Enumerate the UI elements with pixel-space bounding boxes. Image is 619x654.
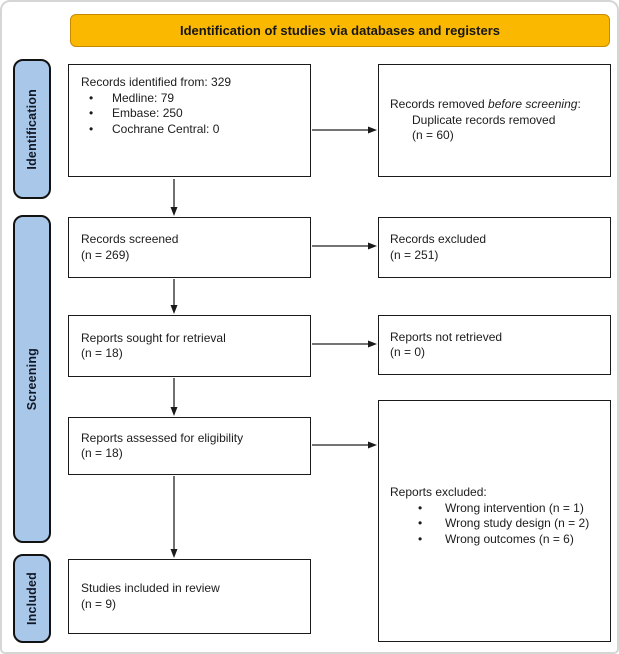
- bullet-icon: •: [418, 531, 423, 546]
- phase-label-text: Included: [25, 572, 39, 625]
- box-line: Records excluded: [390, 232, 487, 246]
- box-line: Records screened: [81, 232, 179, 246]
- box-line: (n = 18): [81, 446, 123, 460]
- list-item: • Wrong intervention (n = 1): [390, 501, 606, 517]
- banner-title-text: Identification of studies via databases …: [179, 23, 501, 38]
- phase-label-text: Screening: [25, 347, 39, 411]
- bullet-icon: •: [89, 121, 94, 136]
- box-reports-sought: Reports sought for retrieval (n = 18): [68, 315, 311, 377]
- list-item: • Cochrane Central: 0: [81, 122, 302, 138]
- bullet-icon: •: [418, 500, 423, 515]
- box-line: Duplicate records removed: [412, 112, 556, 127]
- box-studies-included: Studies included in review (n = 9): [68, 559, 311, 634]
- text-segment: :: [577, 97, 581, 112]
- box-line: Reports not retrieved: [390, 329, 503, 344]
- list-item: • Wrong study design (n = 2): [390, 516, 606, 532]
- box-records-screened: Records screened (n = 269): [68, 217, 311, 278]
- phase-label-screening: Screening: [13, 215, 51, 543]
- list-item-text: Wrong study design (n = 2): [445, 516, 590, 530]
- box-records-identified: Records identified from: 329 • Medline: …: [68, 64, 311, 177]
- box-records-excluded: Records excluded (n = 251): [378, 217, 611, 278]
- text-segment-italic: before screening: [488, 97, 578, 112]
- phase-label-included: Included: [13, 554, 51, 643]
- box-line: Records identified from: 329: [81, 75, 232, 89]
- list-item-text: Wrong outcomes (n = 6): [445, 531, 574, 546]
- box-content: Reports excluded: • Wrong intervention (…: [390, 485, 606, 547]
- box-line: Reports excluded:: [390, 485, 487, 499]
- bullet-icon: •: [89, 106, 94, 120]
- box-reports-not-retrieved: Reports not retrieved (n = 0): [378, 315, 611, 375]
- phase-label-text: Identification: [25, 88, 39, 170]
- list-item-text: Wrong intervention (n = 1): [445, 500, 584, 515]
- bullet-icon: •: [89, 90, 94, 105]
- list-item-text: Embase: 250: [112, 106, 183, 120]
- box-line: (n = 251): [390, 247, 439, 262]
- box-line: (n = 0): [390, 345, 426, 359]
- list-item-text: Cochrane Central: 0: [112, 121, 220, 136]
- box-records-removed: Records removed before screening: Duplic…: [378, 64, 611, 177]
- phase-label-identification: Identification: [13, 59, 51, 199]
- list-item-text: Medline: 79: [112, 90, 175, 105]
- box-line: Studies included in review: [81, 581, 220, 595]
- text-segment: Records removed: [390, 97, 489, 112]
- box-reports-assessed: Reports assessed for eligibility (n = 18…: [68, 417, 311, 475]
- box-line: (n = 9): [81, 596, 117, 611]
- box-reports-excluded: Reports excluded: • Wrong intervention (…: [378, 400, 611, 642]
- list-item: • Wrong outcomes (n = 6): [390, 532, 606, 548]
- banner-title: Identification of studies via databases …: [70, 14, 610, 47]
- box-line: Reports sought for retrieval: [81, 330, 226, 345]
- box-line: Records removed before screening:: [390, 97, 604, 113]
- list-item: • Medline: 79: [81, 91, 302, 107]
- bullet-icon: •: [418, 516, 423, 530]
- box-line: (n = 269): [81, 247, 130, 262]
- box-line: (n = 18): [81, 346, 123, 360]
- box-line: (n = 60): [412, 128, 454, 143]
- list-item: • Embase: 250: [81, 106, 302, 122]
- box-line: Reports assessed for eligibility: [81, 430, 244, 445]
